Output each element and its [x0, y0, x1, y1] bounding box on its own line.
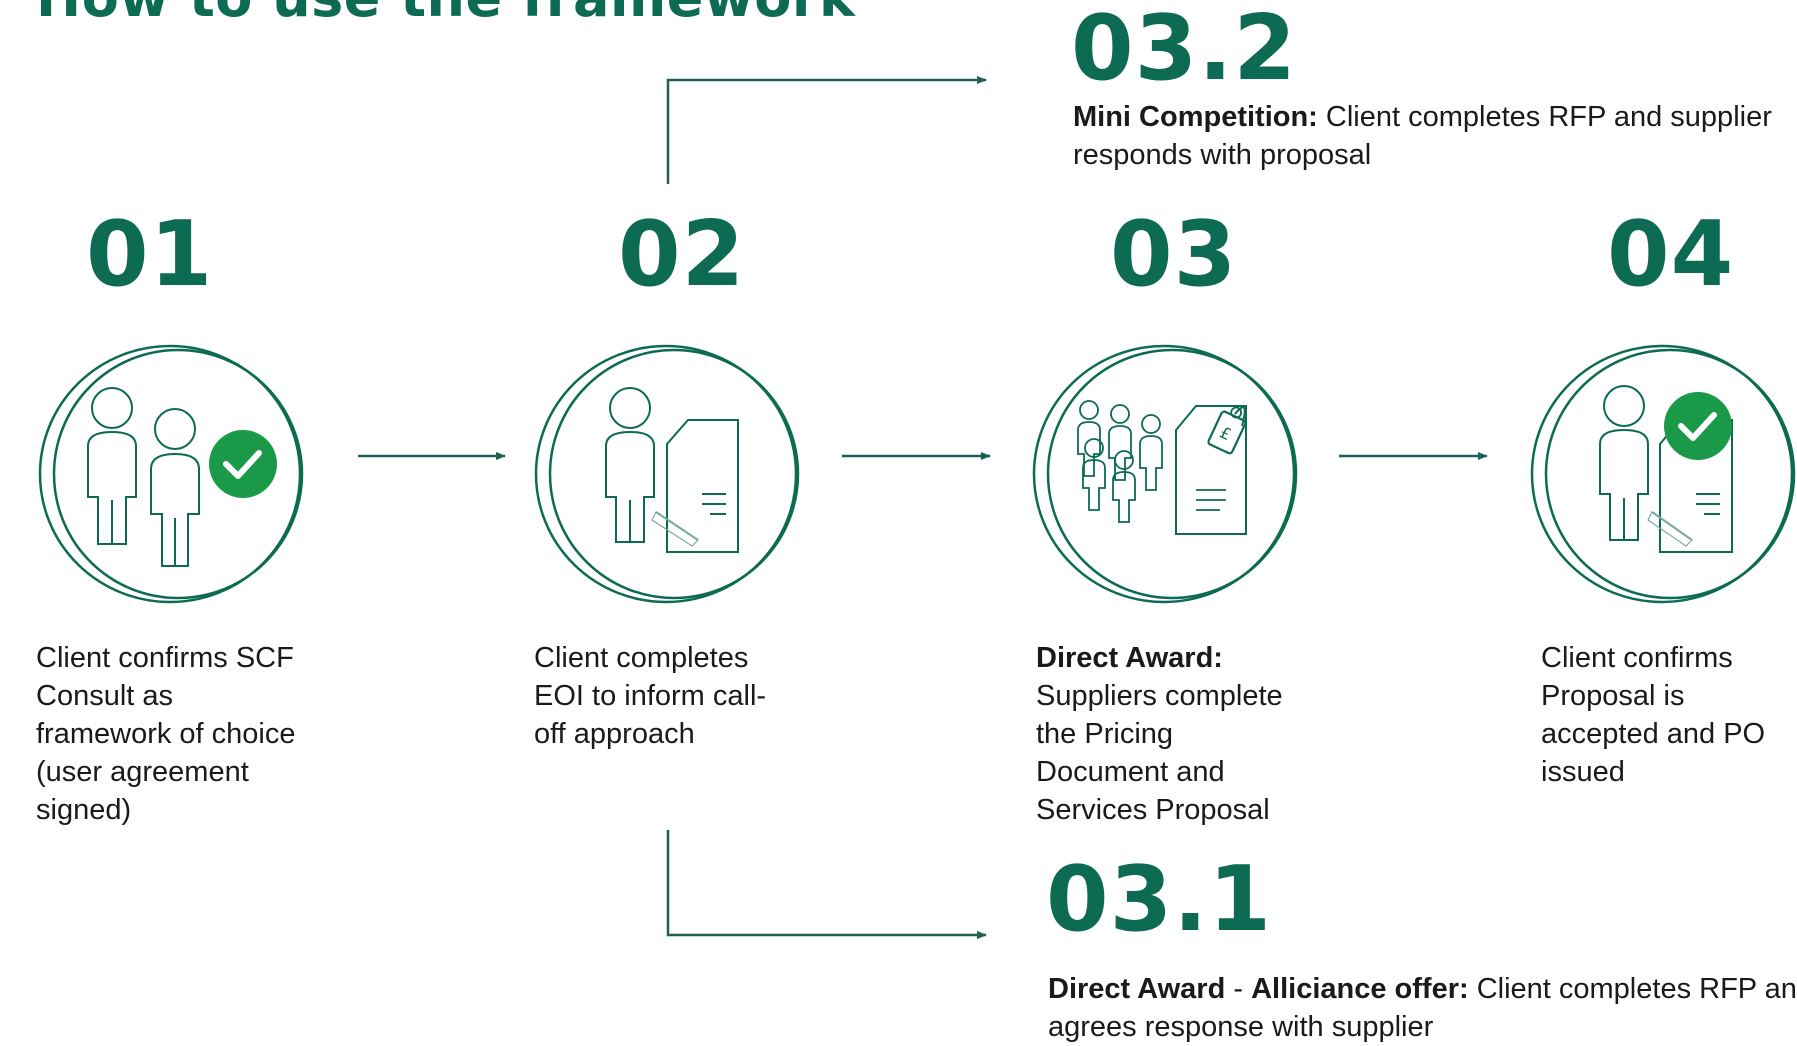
direct-award-label: Direct Award:: [1036, 642, 1223, 674]
step-02-description: Client completes EOI to inform call- off…: [534, 642, 767, 750]
branch-number-03-1: 03.1: [1046, 847, 1273, 952]
branch-number-03-2: 03.2: [1071, 0, 1298, 101]
step-04-description: Client confirms Proposal is accepted and…: [1541, 642, 1766, 788]
page-title: How to use the framework: [36, 0, 855, 29]
arrow-to-03-1: [666, 830, 987, 939]
person-with-document-icon: [534, 344, 800, 604]
branch-03-2-description: Mini Competition: Client completes RFP a…: [1073, 101, 1772, 171]
group-with-priced-document-icon: £: [1032, 344, 1298, 604]
step-number-04: 04: [1607, 202, 1735, 307]
person-with-approved-document-icon: [1530, 344, 1796, 604]
branch-03-1-description: Direct Award - Alliciance offer: Client …: [1048, 973, 1797, 1043]
step-number-02: 02: [618, 202, 746, 307]
arrow-to-03-2: [666, 76, 987, 184]
step-03-description: Direct Award: Suppliers complete the Pri…: [1036, 642, 1283, 826]
two-people-with-check-icon: [38, 344, 304, 604]
check-badge: [1664, 392, 1732, 460]
step-number-01: 01: [86, 202, 214, 307]
check-badge: [209, 430, 277, 498]
step-01-description: Client confirms SCF Consult as framework…: [36, 642, 296, 826]
svg-text:£: £: [1217, 423, 1234, 445]
step-number-03: 03: [1110, 202, 1238, 307]
